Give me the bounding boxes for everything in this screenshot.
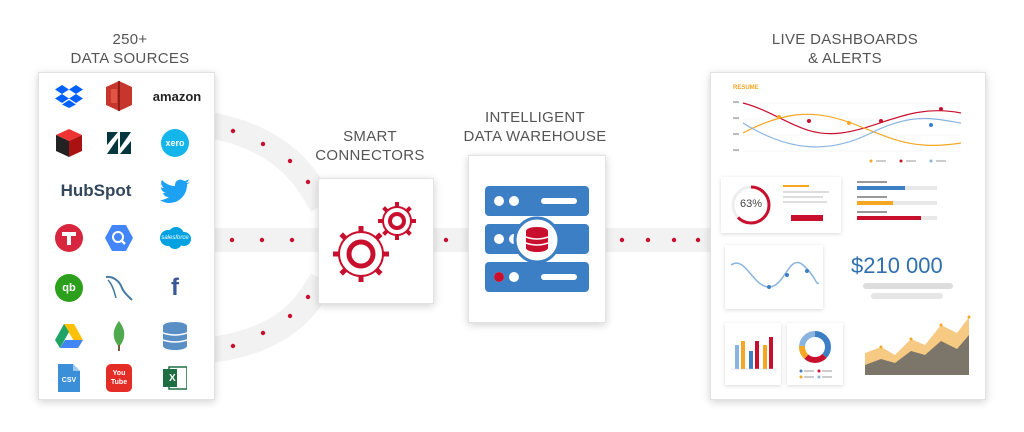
gauge-value: 63% <box>739 198 763 210</box>
youtube-text: You Tube <box>110 370 128 386</box>
progress-track <box>857 186 937 190</box>
bar-chart-tile <box>725 323 781 385</box>
resume-title: RESUME <box>733 85 759 91</box>
mini-area-chart <box>865 315 971 375</box>
database-cube-icon <box>51 128 87 158</box>
sources-caption-line1: 250+ <box>112 31 148 48</box>
progress-track <box>857 201 937 205</box>
large-gear-teeth <box>333 226 389 282</box>
sources-caption-line2: DATA SOURCES <box>70 50 190 67</box>
salesforce-icon: salesforce <box>157 223 193 253</box>
youtube-icon: You Tube <box>101 363 137 393</box>
hubspot-logo: HubSpot <box>51 176 141 206</box>
progress-label <box>857 196 887 198</box>
data-sources-panel: amazon xero HubSpot salesforce qb f <box>38 72 215 400</box>
gears-icon <box>333 202 416 282</box>
gauge-text-line <box>783 191 829 193</box>
mongodb-icon <box>101 321 137 351</box>
resume-line-chart <box>733 101 962 163</box>
donut-chart-tile <box>787 323 843 385</box>
connectors-caption-line2: CONNECTORS <box>315 147 425 164</box>
progress-fill-red <box>857 216 921 220</box>
mini-donut-chart <box>799 331 832 379</box>
progress-track <box>857 216 937 220</box>
progress-label <box>857 181 887 183</box>
flow-dots <box>229 128 701 349</box>
kpi-value: $210 000 <box>851 253 943 278</box>
warehouse-caption-line1: INTELLIGENT <box>485 109 585 126</box>
excel-icon: X <box>157 363 193 393</box>
salesforce-text: salesforce <box>161 235 189 241</box>
dashboards-caption: LIVE DASHBOARDS & ALERTS <box>760 30 930 68</box>
amazon-logo: amazon <box>151 81 203 111</box>
progress-fill-orange <box>857 201 893 205</box>
facebook-text: f <box>171 274 179 301</box>
twitter-icon <box>157 176 193 206</box>
csv-text: CSV <box>61 377 77 384</box>
gauge-action-pill <box>791 215 823 221</box>
xero-icon: xero <box>157 128 193 158</box>
kpi-bar <box>871 293 943 299</box>
wave-chart-tile <box>725 245 823 309</box>
aws-s3-icon <box>101 81 137 111</box>
tango-icon <box>51 223 87 253</box>
dropbox-icon <box>51 81 87 111</box>
mini-bar-chart <box>731 337 777 370</box>
amazon-logo-text: amazon <box>152 88 202 104</box>
dashboards-caption-line2: & ALERTS <box>808 50 882 67</box>
excel-text: X <box>169 372 176 384</box>
dashboards-caption-line1: LIVE DASHBOARDS <box>771 31 919 48</box>
zendesk-icon <box>101 128 137 158</box>
progress-fill-blue <box>857 186 905 190</box>
connectors-caption: SMART CONNECTORS <box>315 127 425 165</box>
database-stack-icon <box>157 321 193 351</box>
gauge-tile: 63% <box>721 177 841 233</box>
quickbooks-icon: qb <box>51 273 87 303</box>
connectors-caption-line1: SMART <box>343 128 397 145</box>
wave-chart <box>730 261 820 289</box>
xero-text: xero <box>165 138 185 148</box>
mysql-icon <box>101 273 137 303</box>
live-dashboards-panel: RESUME 63% $210 <box>710 72 986 400</box>
hubspot-text: HubSpot <box>60 181 132 200</box>
csv-file-icon: CSV <box>51 363 87 393</box>
kpi-bar <box>863 283 953 289</box>
warehouse-caption: INTELLIGENT DATA WAREHOUSE <box>455 108 615 146</box>
progress-bars <box>857 181 967 231</box>
quickbooks-text: qb <box>62 282 76 294</box>
gauge-ring <box>731 185 771 225</box>
google-drive-icon <box>51 321 87 351</box>
gauge-text-line <box>783 201 827 203</box>
sources-caption: 250+ DATA SOURCES <box>40 30 220 68</box>
data-warehouse-card <box>468 155 606 323</box>
bigquery-icon <box>101 223 137 253</box>
facebook-icon: f <box>157 273 193 303</box>
server-stack-icon <box>485 186 589 292</box>
gauge-text-line <box>783 196 823 198</box>
warehouse-caption-line2: DATA WAREHOUSE <box>463 128 607 145</box>
gauge-label-bar <box>783 185 809 187</box>
smart-connectors-card <box>318 178 434 304</box>
small-gear-teeth <box>378 202 416 240</box>
progress-label <box>857 211 887 213</box>
